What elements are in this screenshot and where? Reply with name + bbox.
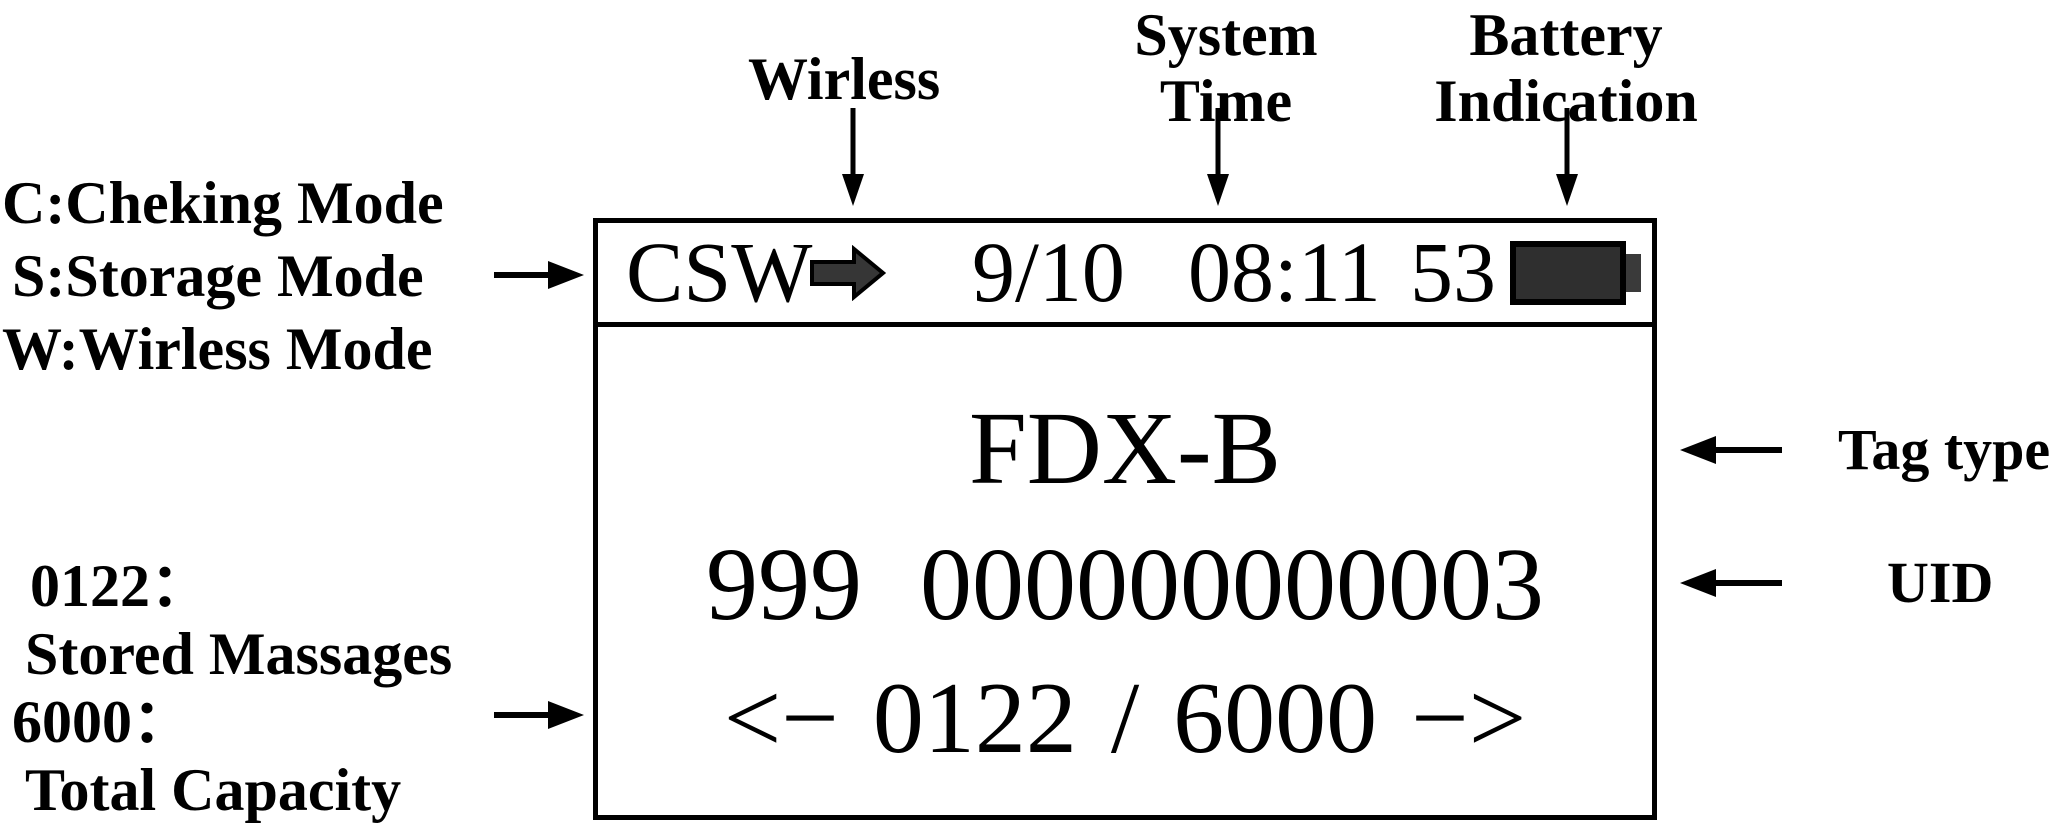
tag-type-pointer-arrow-icon [1680,436,1782,464]
mode-legend-checking: C:Cheking Mode [2,170,444,236]
wireless-mode-icon [810,245,886,301]
system-date-value: 9/10 [972,224,1125,320]
uid-value: 999 000000000003 [598,529,1652,641]
system-time-value: 08:11 [1188,224,1381,320]
mode-legend: C:Cheking Mode S:Storage Mode W:Wirless … [2,167,444,386]
storage-legend: 0122： Stored Massages 6000： Total Capaci… [12,552,452,824]
system-time-pointer-arrow-icon [1207,108,1229,206]
battery-pointer-arrow-icon [1556,108,1578,206]
tag-type-value: FDX-B [968,391,1282,506]
previous-record-arrow: <− [723,662,839,775]
mode-flags: CSW [626,224,813,320]
total-capacity-count: 6000 [1173,662,1378,775]
battery-indication-line1: Battery [1469,2,1663,68]
system-time-line2: Time [1159,68,1293,134]
system-time-annotation-label: System Time [1126,2,1326,134]
uid-pointer-arrow-icon [1680,569,1782,597]
wireless-annotation-label: Wirless [748,46,941,112]
tag-type-annotation-label: Tag type [1838,417,2050,482]
battery-icon [1510,241,1641,305]
storage-legend-count: 0122： [30,553,210,619]
storage-legend-capacity: 6000： [12,689,192,755]
storage-legend-count-label: Stored Massages [25,621,453,687]
status-bar: CSW 9/10 08:11 53 [598,223,1652,327]
counter-separator: / [1110,662,1140,775]
stored-messages-count: 0122 [872,662,1077,775]
system-time-line1: System [1134,2,1318,68]
mode-legend-storage: S:Storage Mode [12,243,424,309]
message-counter: <− 0122 / 6000 −> [598,663,1652,775]
storage-pointer-arrow-icon [494,701,584,729]
battery-indication-annotation-label: Battery Indication [1434,2,1698,134]
storage-legend-capacity-label: Total Capacity [25,757,402,823]
uid-country-code: 999 [706,527,862,642]
lcd-screen: CSW 9/10 08:11 53 FDX-B 999 000000000003… [593,218,1657,820]
uid-national-code: 000000000003 [920,527,1544,642]
mode-legend-wireless: W:Wirless Mode [2,316,433,382]
mode-pointer-arrow-icon [494,261,584,289]
next-record-arrow: −> [1411,662,1527,775]
uid-annotation-label: UID [1887,550,1994,615]
battery-percent-value: 53 [1410,224,1496,320]
wireless-pointer-arrow-icon [842,108,864,206]
